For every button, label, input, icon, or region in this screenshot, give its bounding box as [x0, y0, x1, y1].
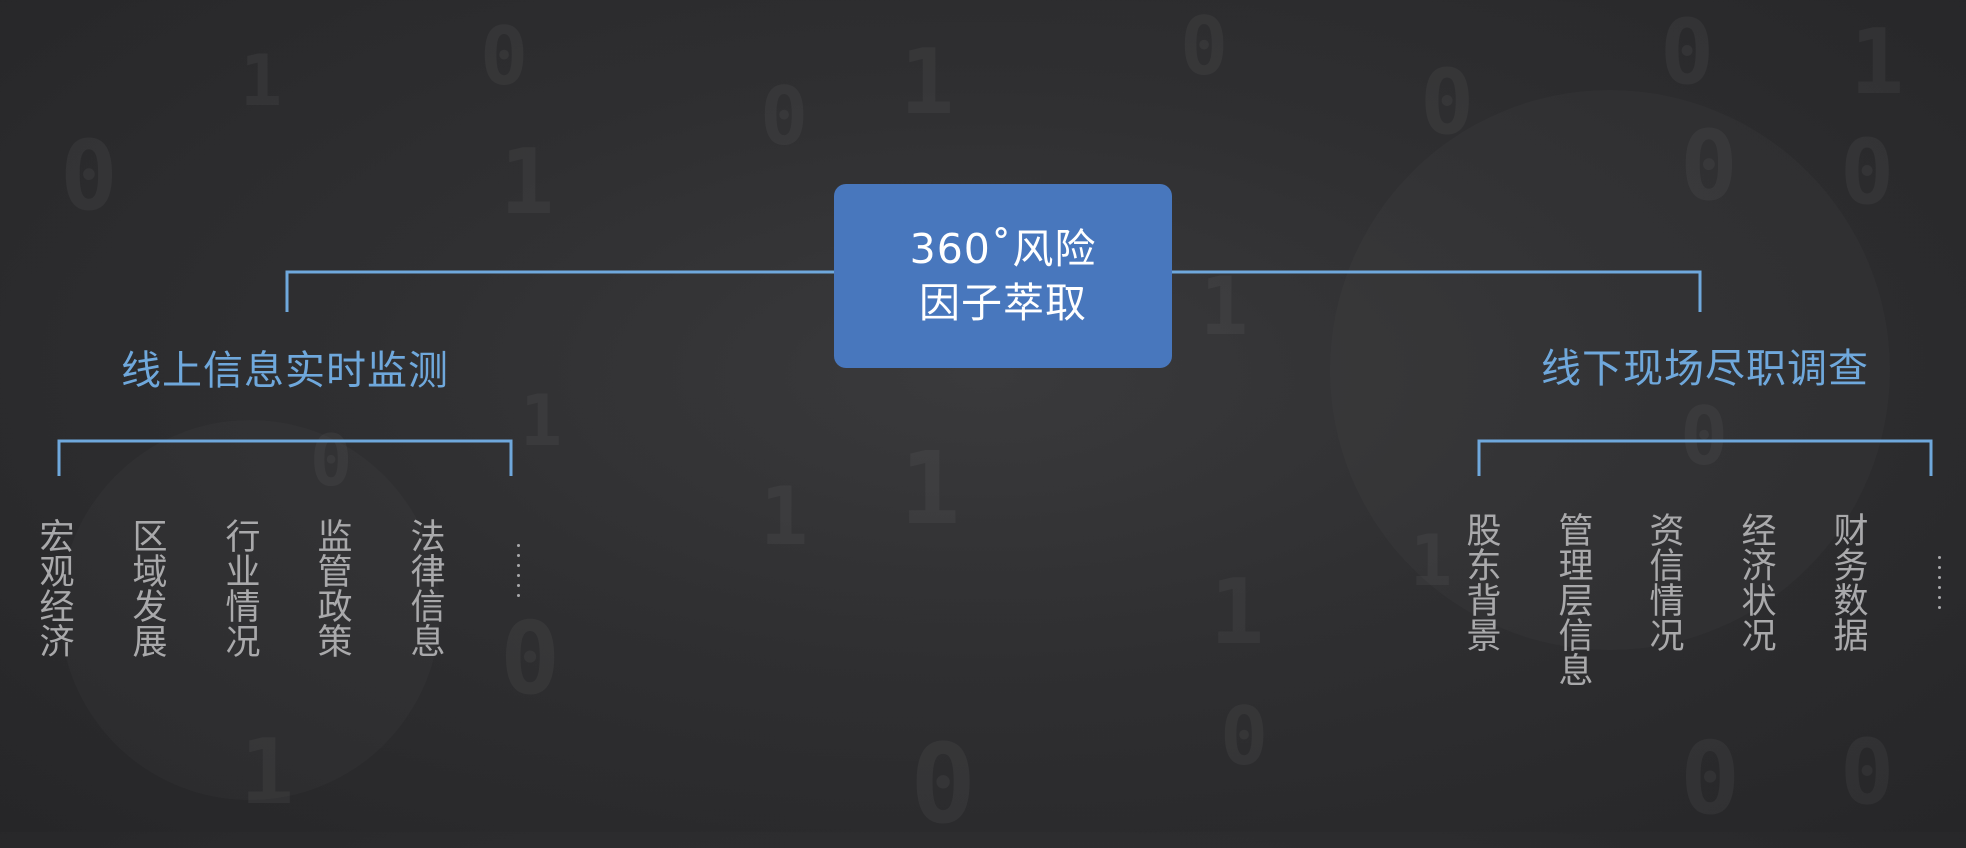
left-leaves-bracket [57, 439, 513, 476]
left-leaf-regulatory-policy: 监管政策 [311, 518, 352, 658]
center-node-line1: 360˚风险 [909, 225, 1097, 273]
left-leaf-industry-status: 行业情况 [219, 518, 260, 658]
left-leaves-ellipsis [516, 544, 520, 597]
main-connector [285, 270, 1702, 312]
right-branch-title: 线下现场尽职调查 [1541, 346, 1869, 392]
right-leaf-financial-data: 财务数据 [1827, 512, 1868, 652]
right-leaf-shareholder-background: 股东背景 [1460, 512, 1501, 652]
right-leaf-management-info: 管理层信息 [1552, 512, 1593, 687]
right-leaves-bracket [1477, 439, 1933, 476]
center-node: 360˚风险 因子萃取 [834, 184, 1172, 368]
right-leaves-ellipsis [1937, 556, 1941, 609]
left-leaf-legal-info: 法律信息 [404, 518, 445, 658]
left-branch-title: 线上信息实时监测 [121, 348, 449, 394]
right-leaf-credit-status: 资信情况 [1643, 512, 1684, 652]
left-leaf-regional-development: 区域发展 [126, 518, 167, 658]
left-leaf-macro-economy: 宏观经济 [33, 518, 74, 658]
right-leaf-economic-status: 经济状况 [1735, 512, 1776, 652]
center-node-line2: 因子萃取 [919, 279, 1087, 327]
